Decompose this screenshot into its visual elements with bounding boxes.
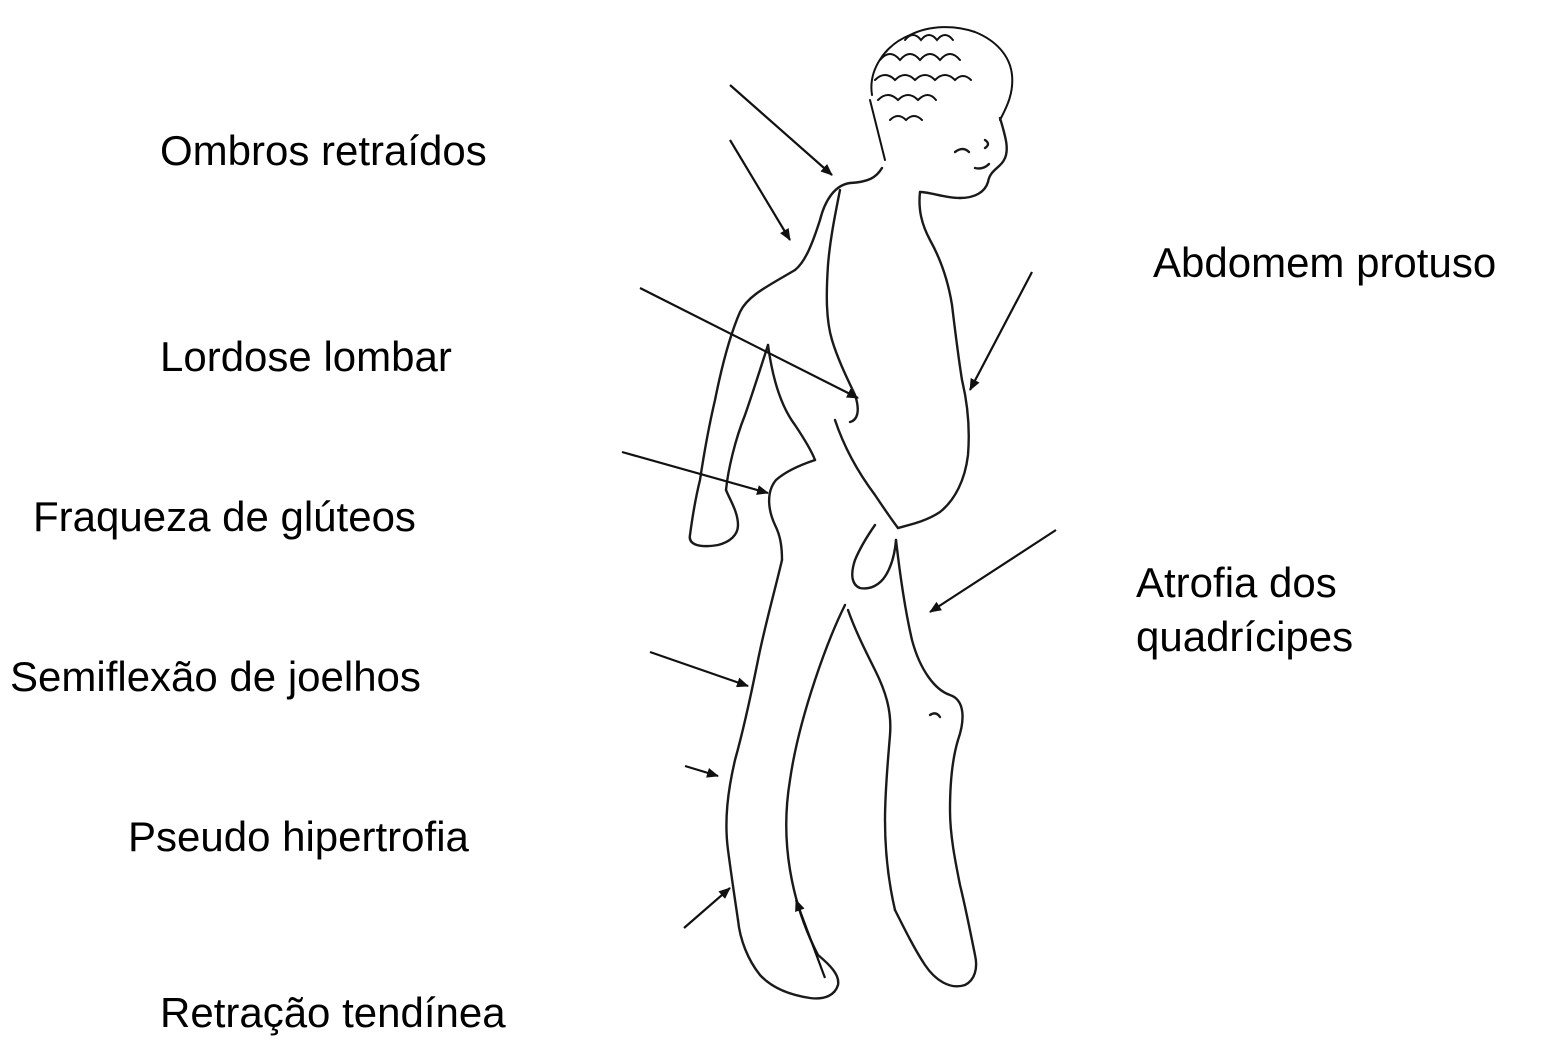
pointer-atrofia [930,530,1056,612]
pointer-retracao-left [684,888,730,928]
label-ombros-retraidos: Ombros retraídos [160,124,487,178]
hair-drawing [870,27,1012,160]
label-retracao-tendinea: Retração tendínea [160,986,506,1040]
pointer-semiflexao [650,652,748,686]
pointer-ombros-upper [730,85,832,175]
pointer-lordose [640,288,858,398]
head-drawing [920,118,1007,198]
label-semiflexao-joelhos: Semiflexão de joelhos [10,650,421,704]
pointer-pseudo [685,766,718,776]
label-abdomem-protuso: Abdomem protuso [1153,236,1496,290]
label-pseudo-hipertrofia: Pseudo hipertrofia [128,810,469,864]
label-lordose-lombar: Lordose lombar [160,330,452,384]
label-atrofia-quadricipes: Atrofia dos quadrícipes [1136,556,1436,664]
pointer-ombros-lower [730,140,790,240]
pointer-fraqueza [622,452,768,493]
body-drawing [690,168,976,998]
pointer-abdomem [970,272,1032,390]
label-fraqueza-gluteos: Fraqueza de glúteos [33,490,416,544]
pointer-retracao-right [796,900,825,978]
pointer-arrows [622,85,1056,978]
